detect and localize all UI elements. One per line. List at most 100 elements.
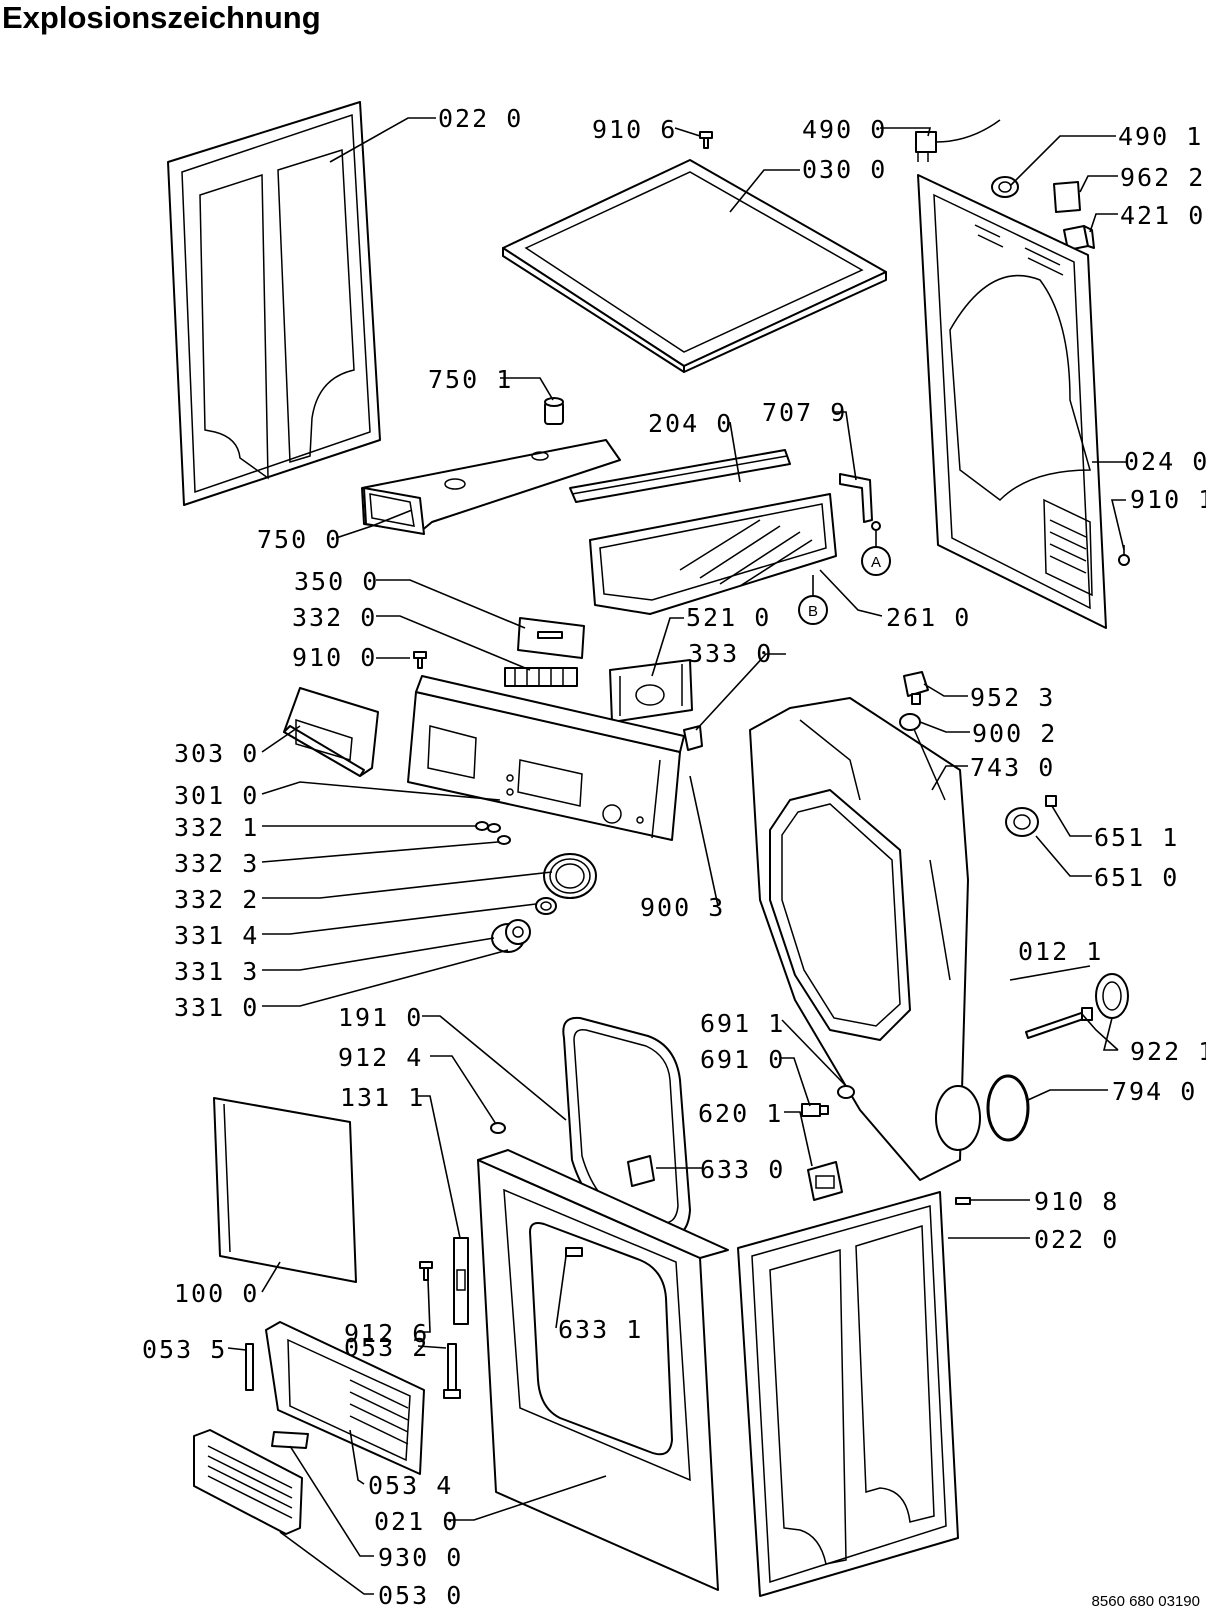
screw-910-8: [955, 1197, 971, 1205]
label-930-0: 930 0: [378, 1543, 463, 1572]
label-191-0: 191 0: [338, 1003, 423, 1032]
label-100-0: 100 0: [174, 1279, 259, 1308]
screw-912-4: [490, 1122, 506, 1134]
document-number: 8560 680 03190: [1091, 1593, 1200, 1610]
label-910-8: 910 8: [1034, 1187, 1119, 1216]
small-button-332-1: [475, 821, 501, 833]
label-024-0: 024 0: [1124, 447, 1206, 476]
label-331-0: 331 0: [174, 993, 259, 1022]
label-303-0: 303 0: [174, 739, 259, 768]
label-910-0: 910 0: [292, 643, 377, 672]
label-350-0: 350 0: [294, 567, 379, 596]
pin-053-5: [245, 1343, 254, 1391]
label-332-2: 332 2: [174, 885, 259, 914]
part-952-3: [903, 671, 929, 705]
label-421-0: 421 0: [1120, 201, 1205, 230]
label-331-4: 331 4: [174, 921, 259, 950]
label-651-1: 651 1: [1094, 823, 1179, 852]
label-012-1: 012 1: [1018, 937, 1103, 966]
filter-421-0: [1063, 225, 1095, 251]
electronic-board: [609, 659, 693, 723]
program-dial: [543, 853, 597, 899]
filter-930-0: [271, 1431, 309, 1449]
screw-053-2: [443, 1343, 461, 1399]
label-022-0-bottom: 022 0: [1034, 1225, 1119, 1254]
filter-housing: [265, 1321, 425, 1475]
part-900-2: [899, 713, 921, 731]
leader-lines: [227, 117, 1126, 1595]
label-912-4: 912 4: [338, 1043, 423, 1072]
part-691-1: [837, 1085, 855, 1099]
page-title: Explosionszeichnung: [2, 0, 321, 35]
label-922-1: 922 1: [1130, 1037, 1206, 1066]
power-cord: [915, 119, 1001, 162]
front-panel: [477, 1149, 729, 1591]
label-910-6: 910 6: [592, 115, 677, 144]
callout-a: A: [861, 546, 891, 576]
latch-strip: [453, 1237, 469, 1325]
label-900-3: 900 3: [640, 893, 725, 922]
label-633-1: 633 1: [558, 1315, 643, 1344]
label-633-0: 633 0: [700, 1155, 785, 1184]
small-button-332-3: [497, 835, 511, 845]
knob-331-0: [491, 919, 531, 953]
callout-b: B: [798, 595, 828, 625]
worktop: [502, 159, 887, 373]
label-261-0: 261 0: [886, 603, 971, 632]
drawer-channel: [589, 493, 837, 615]
bracket-707-9: [839, 473, 881, 531]
label-053-0: 053 0: [378, 1581, 463, 1610]
label-691-1: 691 1: [700, 1009, 785, 1038]
part-number-labels: 022 0 910 6 490 0 490 1 030 0 962 2 421 …: [142, 104, 1206, 1610]
label-053-2: 053 2: [344, 1333, 429, 1362]
label-204-0: 204 0: [648, 409, 733, 438]
grille-053-0: [193, 1429, 303, 1535]
label-620-1: 620 1: [698, 1099, 783, 1128]
label-521-0: 521 0: [686, 603, 771, 632]
label-952-3: 952 3: [970, 683, 1055, 712]
label-333-0: 333 0: [688, 639, 773, 668]
label-021-0: 021 0: [374, 1507, 459, 1536]
part-651-0: [1005, 807, 1039, 837]
label-750-1: 750 1: [428, 365, 513, 394]
label-900-2: 900 2: [972, 719, 1057, 748]
rail-204-0: [569, 449, 791, 503]
label-490-0: 490 0: [802, 115, 887, 144]
hinge-633-1: [565, 1247, 583, 1257]
control-panel: [407, 675, 685, 841]
front-frame: [749, 697, 981, 1181]
label-053-4: 053 4: [368, 1471, 453, 1500]
screw-910-6: [699, 131, 713, 149]
cord-clamp: [991, 176, 1019, 198]
label-331-3: 331 3: [174, 957, 259, 986]
screw-910-0: [413, 651, 427, 669]
detergent-drawer: [283, 687, 379, 777]
bracket-333-0: [683, 725, 703, 751]
knob-750-1: [544, 397, 564, 425]
label-022-0-top: 022 0: [438, 104, 523, 133]
part-691-0: [801, 1103, 829, 1117]
label-910-1: 910 1: [1130, 485, 1206, 514]
pulley-922-1: [1081, 973, 1129, 1021]
part-620-1: [807, 1161, 843, 1201]
side-panel-left: [167, 101, 381, 506]
rear-panel: [917, 174, 1107, 629]
label-962-2: [1053, 181, 1081, 213]
label-691-0: 691 0: [700, 1045, 785, 1074]
display-label: [517, 617, 585, 659]
label-651-0: 651 0: [1094, 863, 1179, 892]
screw-912-6: [419, 1261, 433, 1281]
callout-a-label: A: [871, 554, 881, 571]
label-743-0: 743 0: [970, 753, 1055, 782]
label-053-5: 053 5: [142, 1335, 227, 1364]
label-490-1: 490 1: [1118, 122, 1203, 151]
callout-b-label: B: [808, 603, 818, 620]
label-912-6: 912 6: [344, 1319, 429, 1348]
hinge-633-0: [627, 1155, 655, 1187]
label-794-0: 794 0: [1112, 1077, 1197, 1106]
button-strip: [504, 667, 578, 687]
cover-100-0: [213, 1097, 357, 1283]
label-750-0: 750 0: [257, 525, 342, 554]
label-301-0: 301 0: [174, 781, 259, 810]
knob-331-4: [535, 897, 557, 915]
